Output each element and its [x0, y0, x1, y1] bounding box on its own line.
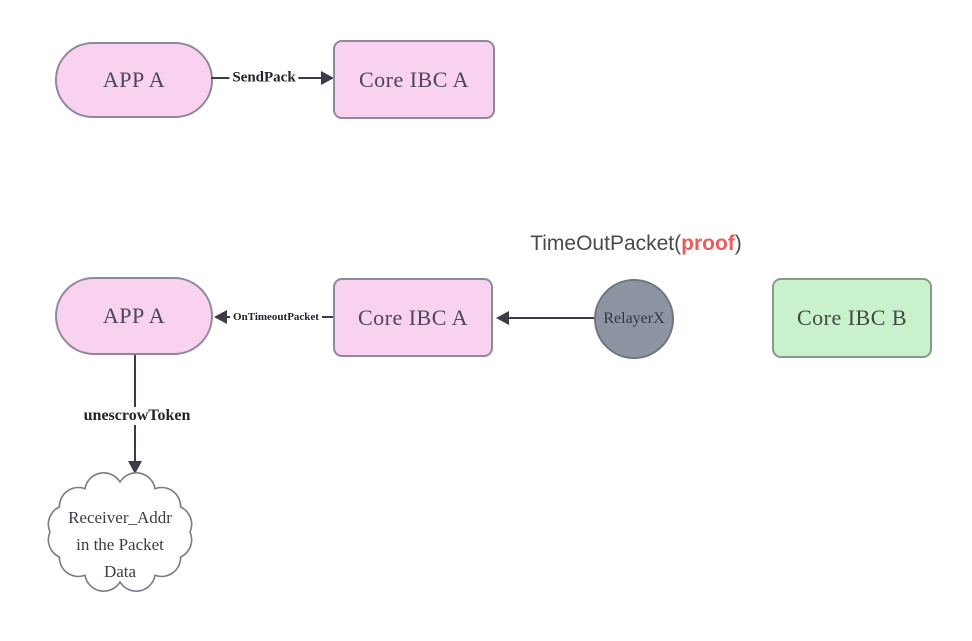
relayer-arrow-line: [508, 317, 594, 319]
node-app-a-top: APP A: [55, 42, 213, 118]
node-relayerx: RelayerX: [594, 279, 674, 359]
ontimeout-edge-label: OnTimeoutPacket: [230, 311, 322, 323]
node-core-ibc-b-label: Core IBC B: [796, 305, 908, 330]
sendpack-arrowhead-icon: [321, 71, 334, 85]
node-core-ibc-a-mid: Core IBC A: [333, 278, 493, 357]
relayer-arrowhead-icon: [496, 311, 509, 325]
timeout-packet-annotation-prefix: TimeOutPacket(: [530, 232, 682, 255]
sendpack-edge-label: SendPack: [229, 69, 299, 87]
node-app-a-top-label: APP A: [102, 67, 166, 92]
cloud-shape-icon: [47, 472, 193, 592]
receiver-cloud-line-2: in the Packet: [76, 535, 164, 554]
receiver-cloud-line-1: Receiver_Addr: [68, 508, 172, 527]
receiver-cloud: Receiver_Addr in the Packet Data: [36, 468, 204, 596]
receiver-cloud-line-3: Data: [103, 562, 137, 581]
node-core-ibc-b: Core IBC B: [772, 278, 932, 358]
ontimeout-arrowhead-icon: [214, 310, 227, 324]
node-app-a-mid-label: APP A: [102, 303, 166, 328]
timeout-packet-annotation: TimeOutPacket(proof): [530, 232, 742, 256]
unescrow-edge-label: unescrowToken: [80, 407, 194, 425]
node-app-a-mid: APP A: [55, 277, 213, 355]
node-core-ibc-a-top-label: Core IBC A: [358, 66, 470, 92]
timeout-packet-annotation-suffix: ): [734, 232, 742, 255]
node-core-ibc-a-mid-label: Core IBC A: [357, 304, 469, 330]
unescrow-arrowhead-icon: [128, 461, 142, 474]
timeout-packet-annotation-proof: proof: [681, 232, 735, 255]
cloud-outline: [47, 472, 193, 592]
node-core-ibc-a-top: Core IBC A: [333, 40, 495, 119]
receiver-cloud-text: Receiver_Addr in the Packet Data: [36, 504, 204, 585]
node-relayerx-label: RelayerX: [603, 310, 665, 327]
